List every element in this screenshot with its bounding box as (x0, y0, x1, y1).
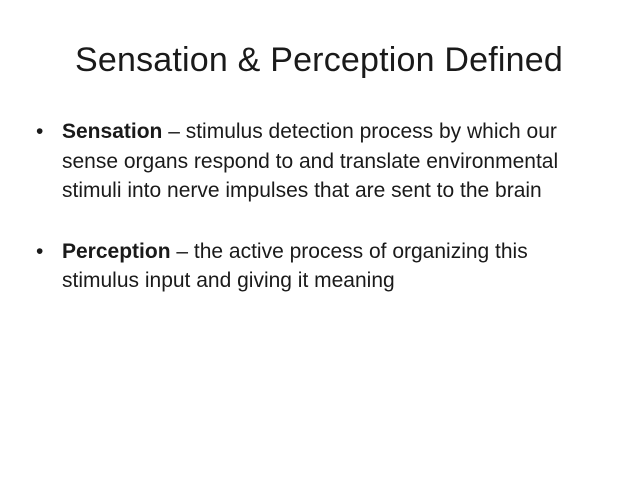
bullet-text-sensation: – stimulus detection process by which ou… (62, 120, 559, 202)
slide-title: Sensation & Perception Defined (75, 41, 563, 79)
bullet-item-perception: • Perception – the active process of org… (36, 237, 596, 296)
bullet-marker: • (36, 239, 44, 263)
bullet-item-sensation: • Sensation – stimulus detection process… (36, 117, 596, 206)
bullet-text-perception: – the active process of organizing this … (62, 239, 528, 293)
bullet-list: • Sensation – stimulus detection process… (36, 117, 596, 296)
bullet-marker: • (36, 120, 44, 143)
bullet-term-perception: Perception (62, 239, 171, 263)
bullet-term-sensation: Sensation (62, 120, 163, 143)
